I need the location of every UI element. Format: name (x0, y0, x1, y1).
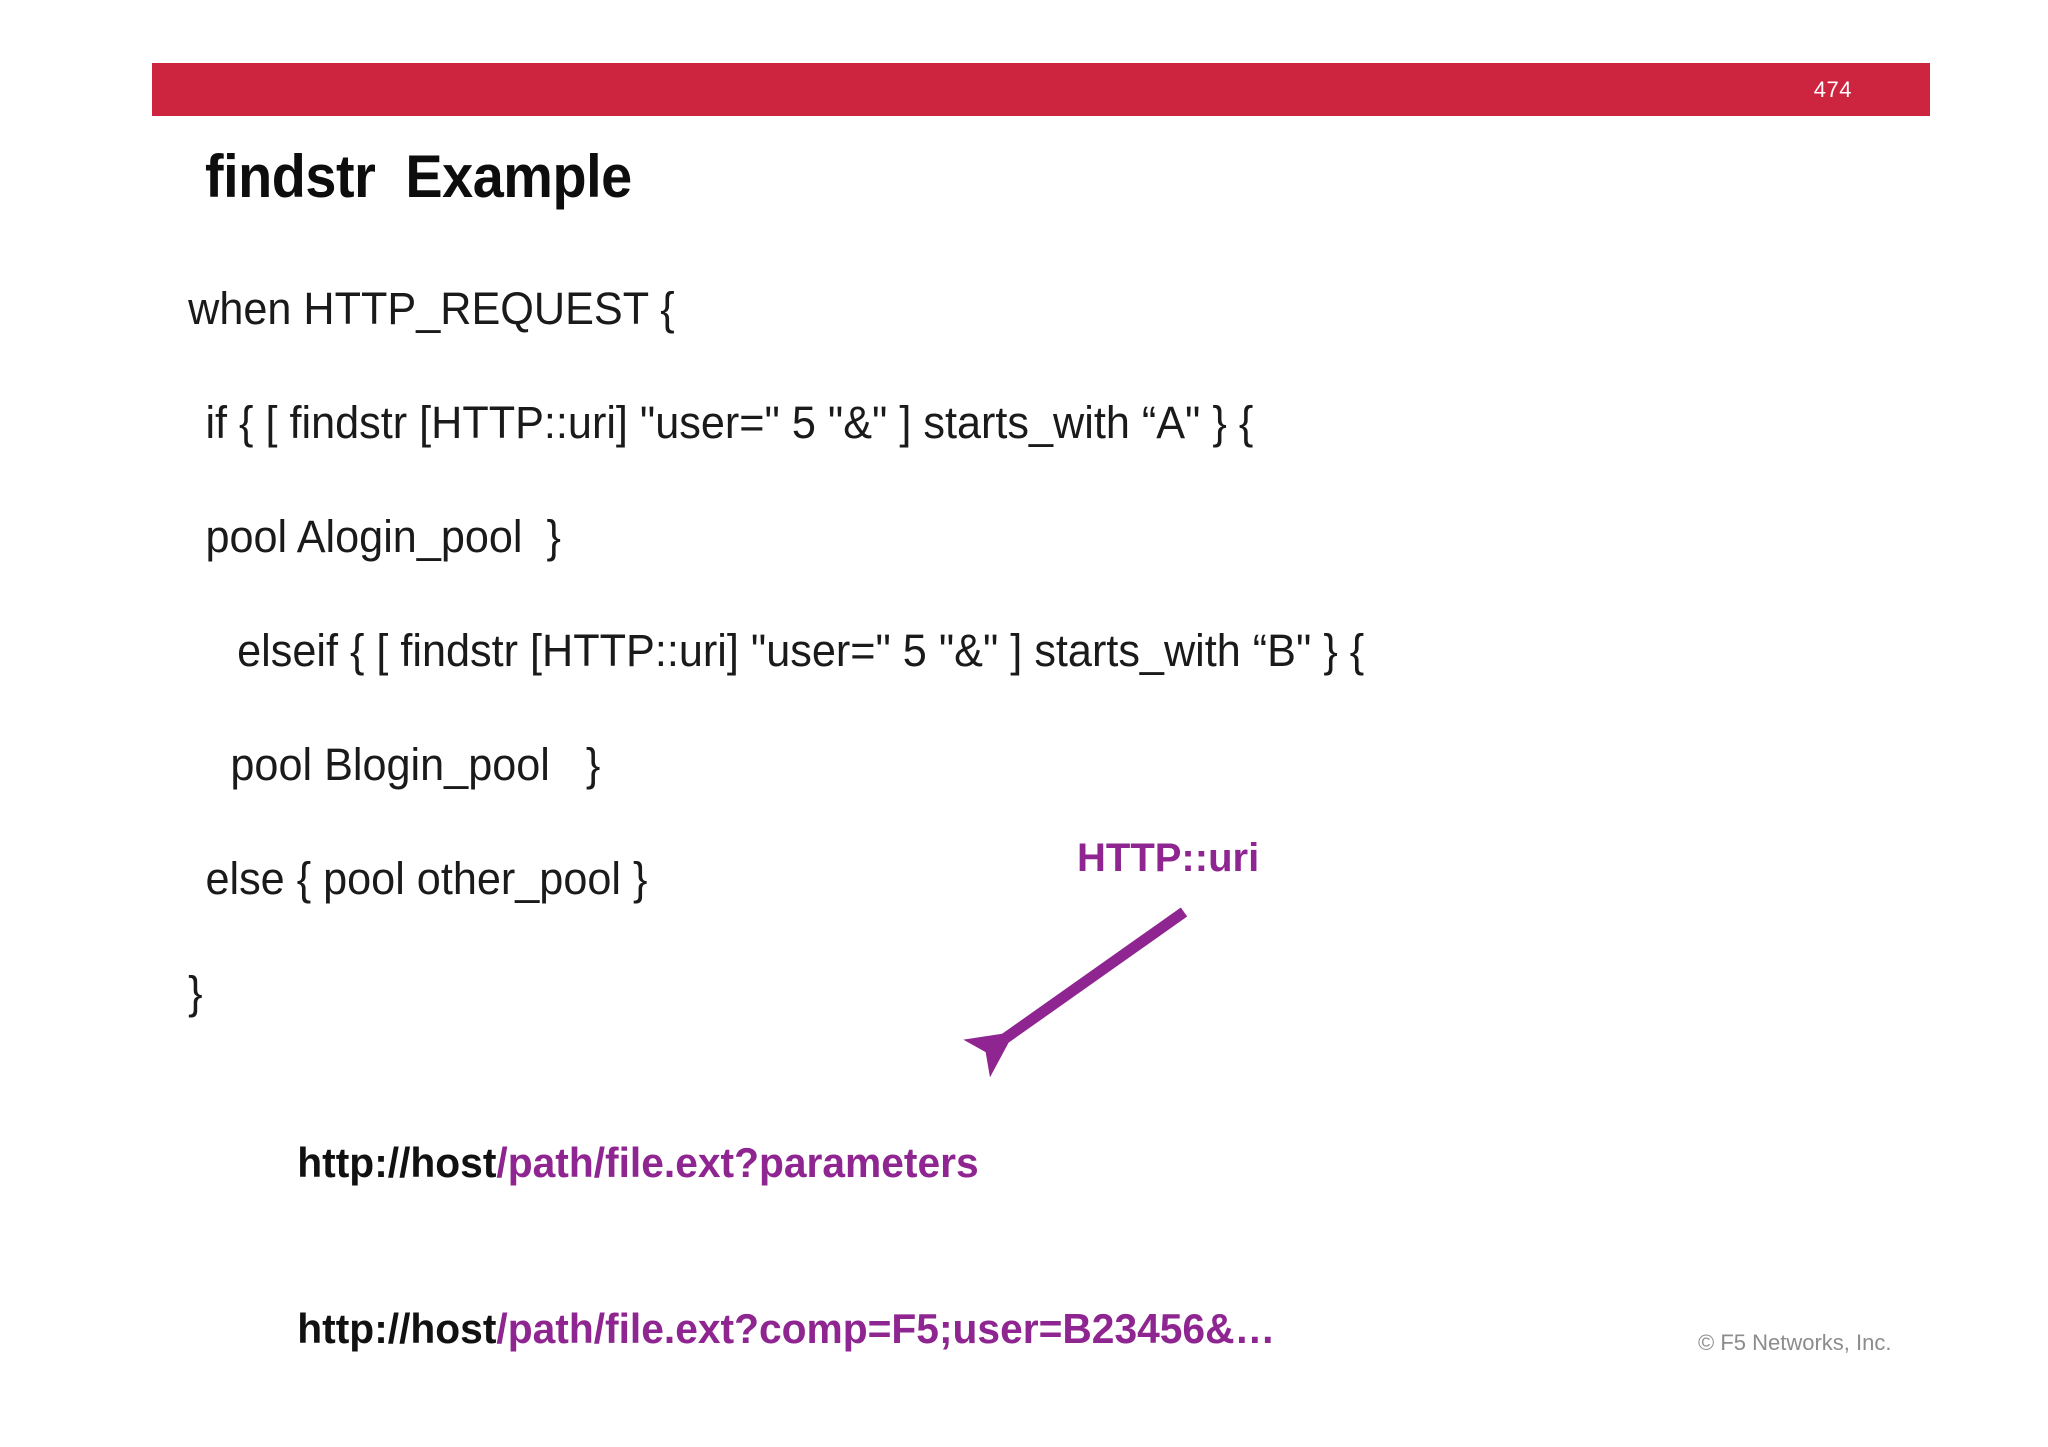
url-path: /path/file.ext?comp=F5;user=B23456&… (496, 1305, 1276, 1352)
url-example-list: http://host/path/file.ext?parameters htt… (252, 1100, 1307, 1432)
url-example-1: http://host/path/file.ext?parameters (252, 1100, 1275, 1226)
code-line: if { [ findstr [HTTP::uri] "user=" 5 "&"… (205, 397, 1254, 448)
url-example-2: http://host/path/file.ext?comp=F5;user=B… (252, 1266, 1275, 1392)
code-line: elseif { [ findstr [HTTP::uri] "user=" 5… (237, 625, 1365, 676)
code-block: when HTTP_REQUEST { if { [ findstr [HTTP… (0, 286, 2048, 1084)
page-title: findstr Example (205, 143, 632, 210)
code-line: pool Blogin_pool } (230, 739, 601, 790)
header-bar: 474 (152, 63, 1930, 116)
annotation-label-http-uri: HTTP::uri (1077, 836, 1260, 880)
url-path: /path/file.ext?parameters (496, 1139, 979, 1186)
code-line: else { pool other_pool } (205, 853, 648, 904)
footer-copyright: © F5 Networks, Inc. (1698, 1330, 1892, 1355)
code-line: } (188, 967, 203, 1018)
page-number: 474 (1813, 76, 1852, 102)
code-line: when HTTP_REQUEST { (188, 283, 675, 334)
url-host: http://host (297, 1139, 497, 1186)
url-host: http://host (297, 1305, 497, 1352)
code-line: pool Alogin_pool } (205, 511, 561, 562)
